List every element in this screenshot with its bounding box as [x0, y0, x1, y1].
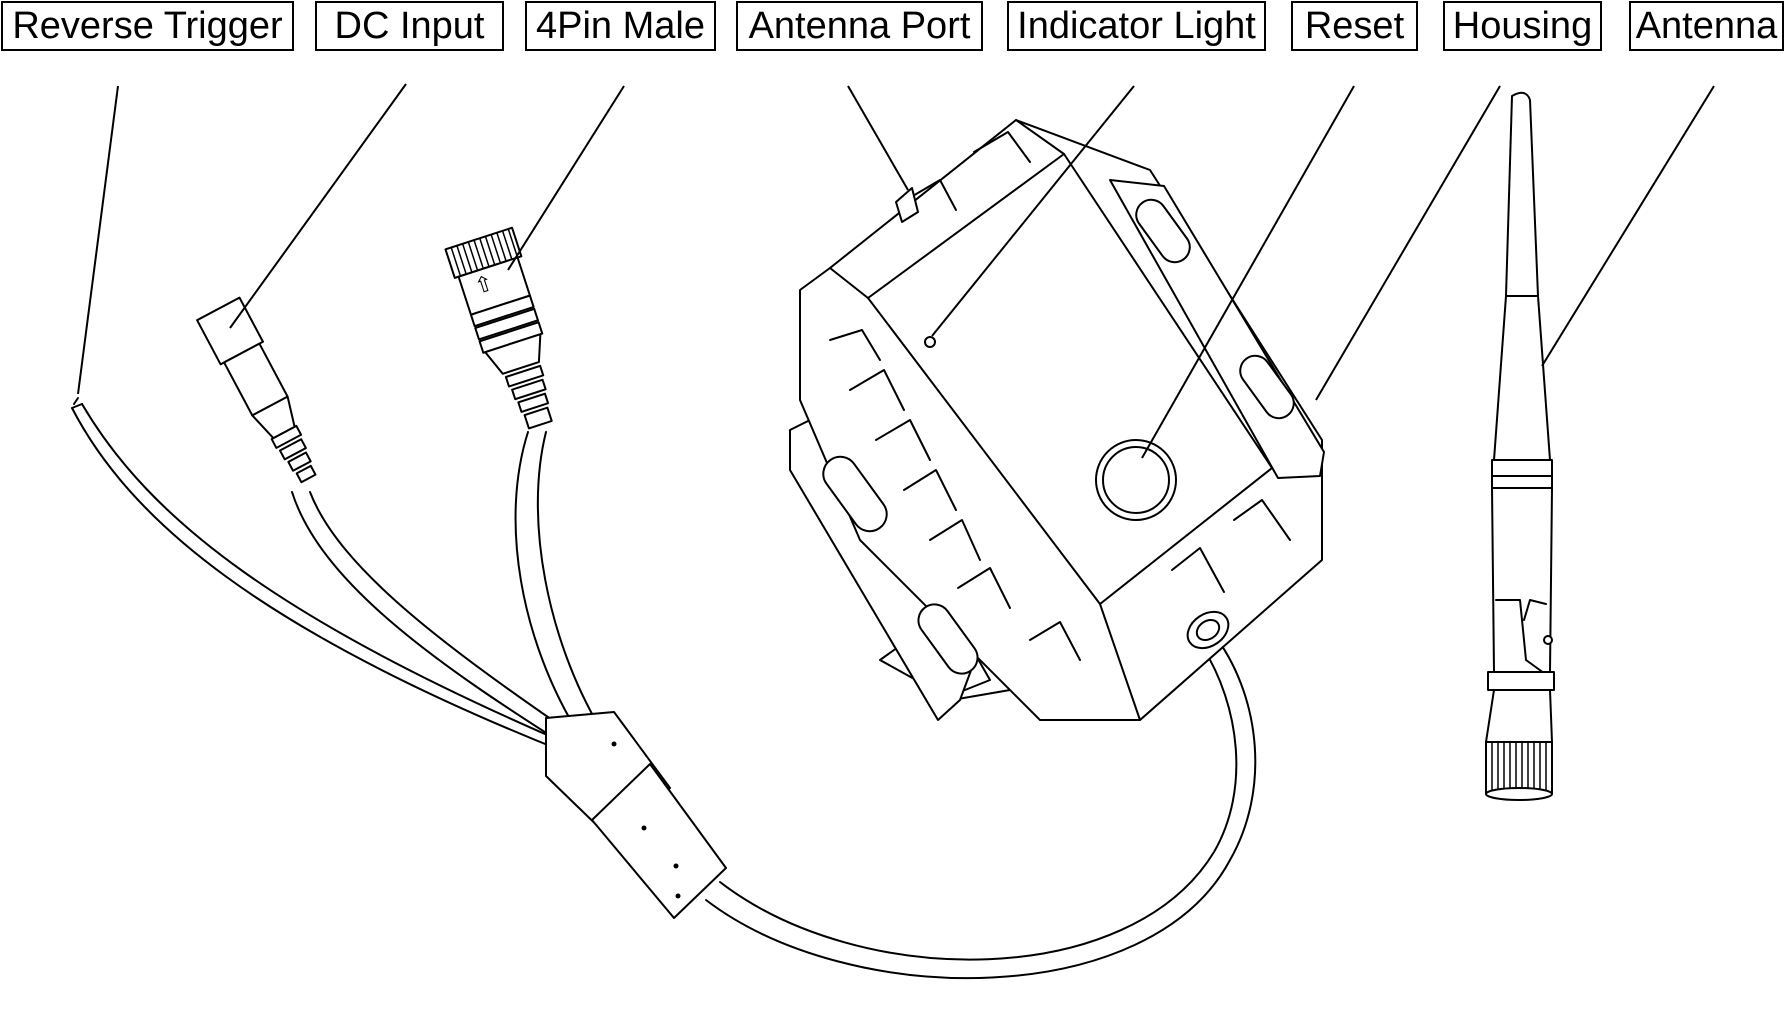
reverse-trigger-wire [71, 397, 83, 409]
cable-splitter [545, 711, 727, 919]
leader-reset [1141, 85, 1355, 459]
four-pin-connector [444, 226, 553, 430]
label-indicator-light: Indicator Light [1007, 1, 1266, 51]
leader-dc-input [229, 83, 407, 329]
leader-lines [77, 83, 1715, 459]
leader-antenna-port [847, 85, 909, 191]
label-antenna: Antenna [1629, 1, 1784, 51]
leader-4pin-male [507, 85, 625, 271]
label-dc-input: DC Input [315, 1, 504, 51]
cable-harness [71, 403, 1257, 980]
dc-input-plug [196, 296, 317, 484]
label-4pin-male: 4Pin Male [525, 1, 716, 51]
label-antenna-port: Antenna Port [736, 1, 983, 51]
leader-indicator-light [931, 85, 1135, 337]
label-housing: Housing [1443, 1, 1602, 51]
leader-antenna [1541, 85, 1715, 367]
leader-reverse-trigger [77, 85, 119, 395]
housing-body [789, 119, 1325, 721]
label-reset: Reset [1291, 1, 1418, 51]
leader-housing [1315, 85, 1501, 401]
antenna-drawing [1485, 91, 1555, 801]
label-reverse-trigger: Reverse Trigger [1, 1, 294, 51]
